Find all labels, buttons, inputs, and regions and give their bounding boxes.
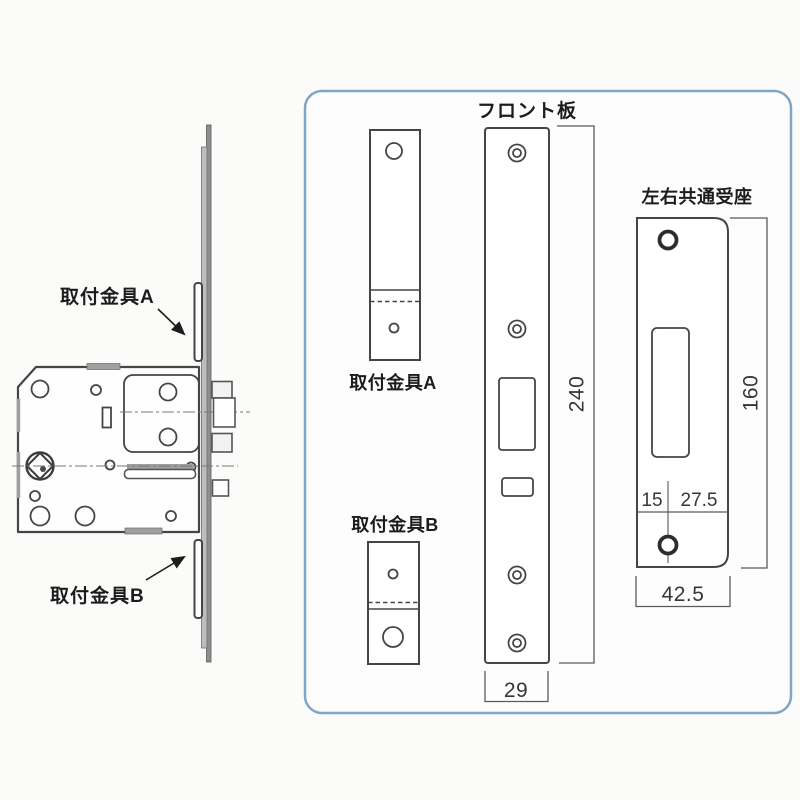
case-hole: [29, 505, 51, 527]
front-plate-title: フロント板: [477, 99, 577, 122]
case-left-pad-lower: [16, 452, 21, 498]
screw-hole: [507, 565, 527, 585]
housing-hole-upper: [158, 382, 178, 402]
bracket-a-hole-top: [385, 142, 403, 160]
bracket-a-drawing-label: 取付金具A: [349, 372, 437, 393]
spindle-hub-square: [26, 452, 54, 480]
strike-screw-top: [657, 229, 679, 251]
screw-hole: [507, 633, 527, 653]
bracket-b-hole-bottom: [382, 626, 404, 648]
spindle-hub-mark: [40, 466, 46, 472]
dim-front-height: 240: [566, 376, 589, 413]
case-left-pad-upper: [16, 399, 21, 432]
aux-bolt: [211, 479, 230, 497]
front-plate-drawing: 240 29: [484, 125, 595, 703]
screw-hole: [507, 319, 527, 339]
latch-bolt-mid: [212, 397, 236, 428]
aux-latch-cutout: [501, 477, 534, 497]
bracket-b-drawing: 取付金具B: [351, 514, 439, 665]
bracket-b-side: [193, 539, 203, 619]
strike-slot: [651, 327, 690, 458]
bracket-b-arrow: [145, 555, 186, 581]
bracket-a-arrow: [157, 308, 186, 336]
dim-160-bracket: [730, 217, 768, 569]
case-hole: [90, 384, 102, 396]
front-plate-outline: [484, 127, 550, 664]
dim-240-bracket: [557, 125, 595, 664]
strike-screw-bottom: [657, 534, 679, 556]
dim-29-bracket: [484, 671, 549, 703]
case-hole: [74, 505, 96, 527]
latch-bolt-bottom: [211, 432, 233, 453]
side-view-drawing: 取付金具A 取付金具B: [12, 124, 250, 663]
bracket-a-hole-bottom: [388, 322, 400, 334]
case-hole: [30, 379, 50, 399]
strike-plate-title: 左右共通受座: [642, 186, 753, 207]
dim-425-bracket: [635, 576, 731, 608]
case-hole: [29, 490, 41, 502]
bracket-a-side: [193, 282, 203, 362]
bracket-a-outline: [369, 129, 421, 361]
dim-strike-left: 15: [641, 490, 662, 511]
dim-strike-right: 27.5: [681, 490, 718, 511]
deadbolt-cutout: [498, 377, 536, 451]
strike-plate-drawing: 左右共通受座 15 27.5 160 42.5: [635, 186, 768, 608]
latch-slide-bar: [123, 468, 197, 480]
hub-housing: [123, 374, 200, 453]
case-bottom-tab: [124, 527, 163, 535]
bracket-a-drawing: 取付金具A: [349, 129, 437, 393]
lock-case-body: [16, 365, 201, 534]
dim-strike-width: 42.5: [662, 583, 705, 606]
case-slot: [101, 406, 112, 429]
case-hole: [165, 510, 177, 522]
screw-hole: [507, 143, 527, 163]
case-top-tab: [86, 363, 121, 370]
dim-front-width: 29: [504, 679, 528, 702]
faceplate-strip-front: [201, 146, 208, 649]
strike-plate-outline: [636, 217, 729, 568]
housing-hole-lower: [158, 427, 178, 447]
parts-panel: フロント板 取付金具A: [303, 89, 793, 715]
dim-strike-height: 160: [740, 375, 763, 412]
latch-slide-shaded: [127, 464, 194, 470]
case-hole: [104, 459, 116, 471]
latch-bolt-top: [211, 380, 233, 399]
bracket-a-callout-label: 取付金具A: [60, 285, 155, 308]
bracket-b-drawing-label: 取付金具B: [351, 514, 439, 535]
bracket-b-callout-label: 取付金具B: [50, 584, 145, 607]
bracket-b-hole-top: [387, 568, 399, 580]
